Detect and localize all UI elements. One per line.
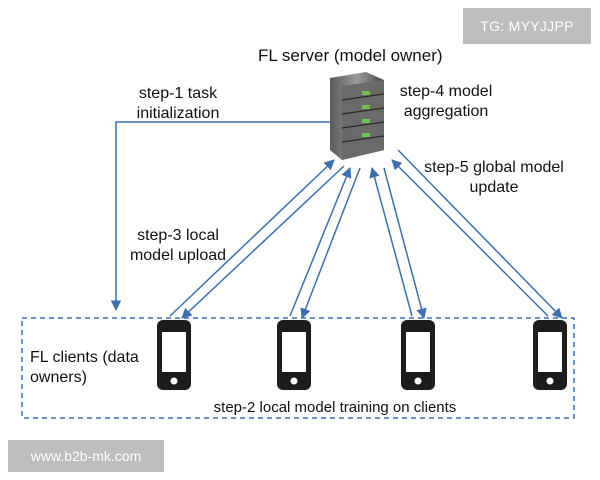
smartphone-icon bbox=[533, 320, 567, 390]
step5-label: step-5 global model update bbox=[424, 159, 564, 196]
clients-label: FL clients (data owners) bbox=[30, 349, 139, 386]
site-watermark: www.b2b-mk.com bbox=[8, 440, 164, 472]
tg-watermark: TG: MYYJJPP bbox=[463, 8, 591, 44]
smartphone-icon bbox=[157, 320, 191, 390]
update-arrows bbox=[181, 149, 563, 320]
step4-label: step-4 model aggregation bbox=[399, 83, 493, 120]
step2-label: step-2 local model training on clients bbox=[213, 399, 457, 416]
smartphone-icon bbox=[401, 320, 435, 390]
step1-arrow bbox=[110, 121, 330, 312]
smartphone-icon bbox=[277, 320, 311, 390]
upload-arrows bbox=[169, 159, 549, 317]
server-rack-icon bbox=[330, 72, 385, 160]
step1-label: step-1 task initialization bbox=[136, 85, 220, 122]
clients-group-box bbox=[21, 317, 575, 419]
step3-label: step-3 local model upload bbox=[129, 227, 227, 264]
server-title: FL server (model owner) bbox=[258, 46, 443, 65]
